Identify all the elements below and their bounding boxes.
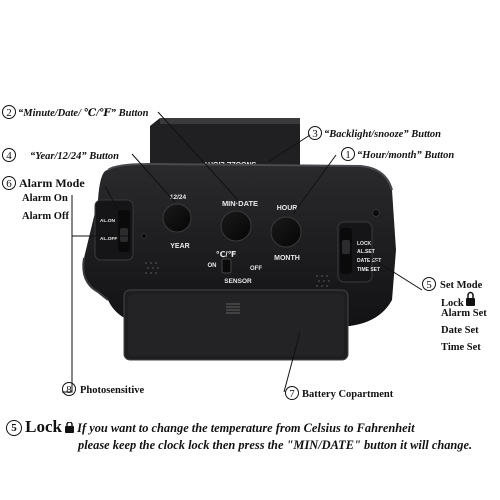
year-button[interactable] <box>162 203 192 233</box>
lock-note-text2: please keep the clock lock then press th… <box>78 438 473 452</box>
snooze-bar <box>150 118 300 176</box>
time-set-side-label: Time Set <box>441 342 481 353</box>
callout-5-num: 5 <box>426 279 432 291</box>
callout-1-label: “Hour/month” Button <box>357 150 454 161</box>
callout-6-num: 6 <box>6 178 12 190</box>
year-top-label: 12/24 <box>170 194 187 201</box>
callout-3-label: “Backlight/snooze” Button <box>324 129 441 140</box>
al-set-label: AL.SET <box>357 249 375 255</box>
lock-setting: Lock <box>441 291 475 309</box>
al-off-label: AL.OFF <box>100 236 117 242</box>
date-set-side-label: Date Set <box>441 325 479 336</box>
callout-8-num: 8 <box>66 384 72 396</box>
callout-6-label: Alarm Mode <box>19 176 85 190</box>
lock-note-title: Lock <box>25 417 62 436</box>
callout-4-label: “Year/12/24” Button <box>30 151 119 162</box>
lock-note-num: 5 <box>6 420 22 436</box>
time-set-label: TIME SET <box>357 267 380 273</box>
callout-7-num: 7 <box>289 388 295 400</box>
hour-label: HOUR <box>277 205 298 212</box>
lock-label: LOCK <box>357 241 372 247</box>
photosensor <box>141 233 147 239</box>
callout-3: 3 “Backlight/snooze” Button <box>308 126 441 140</box>
callout-3-num: 3 <box>312 128 318 140</box>
lock-icon <box>466 291 475 306</box>
temp-sensor-switch[interactable] <box>221 258 232 274</box>
lock-note-text1: If you want to change the temperature fr… <box>77 421 415 435</box>
callout-4-num: 4 <box>6 150 12 162</box>
right-speaker-grill <box>316 275 330 287</box>
lock-icon <box>65 422 75 433</box>
battery-grip <box>226 303 240 314</box>
callout-7-label: Battery Copartment <box>302 389 394 400</box>
callout-7: 7 Battery Copartment <box>285 386 394 400</box>
lock-note: 5 Lock If you want to change the tempera… <box>6 418 498 454</box>
callout-8-label: Photosensitive <box>80 385 145 396</box>
month-label: MONTH <box>274 255 300 262</box>
year-label: YEAR <box>170 243 189 250</box>
callout-8: 8 Photosensitive <box>62 382 145 396</box>
callout-6: 6 Alarm Mode <box>2 176 85 190</box>
on-label: ON <box>208 263 217 269</box>
min-date-button[interactable] <box>220 210 252 242</box>
left-speaker-grill <box>145 262 159 274</box>
callout-1-num: 1 <box>345 149 351 161</box>
callout-5: 5 Set Mode <box>422 277 483 291</box>
temp-label: ℃/℉ <box>216 250 237 259</box>
callout-2: 2 “Minute/Date/ ℃/℉” Button <box>2 105 149 119</box>
alarm-on-label: Alarm On <box>22 193 68 204</box>
snooze-bar-label: SNOOZE LIGHT <box>203 160 256 167</box>
callout-2-num: 2 <box>6 107 12 119</box>
callout-1: 1 “Hour/month” Button <box>341 147 454 161</box>
min-date-label: MIN·DATE <box>222 199 258 208</box>
date-set-label: DATE SET <box>357 258 381 264</box>
callout-5-label: Set Mode <box>440 280 483 291</box>
alarm-set-label: Alarm Set <box>441 308 487 319</box>
hour-button[interactable] <box>270 216 302 248</box>
alarm-off-label: Alarm Off <box>22 211 69 222</box>
lock-setting-label: Lock <box>441 298 464 309</box>
clock-body: SNOOZE LIGHT AL.ON AL.OFF LOCK AL.SET DA… <box>82 118 396 361</box>
al-on-label: AL.ON <box>100 218 115 224</box>
off-label: OFF <box>250 266 262 272</box>
top-right-sensor <box>372 209 380 217</box>
lock-note-line1: 5 Lock If you want to change the tempera… <box>6 418 498 437</box>
callout-2-label: “Minute/Date/ ℃/℉” Button <box>18 108 149 119</box>
callout-4: 4 “Year/12/24” Button <box>2 148 119 162</box>
leader-lines <box>62 111 423 393</box>
sensor-label: SENSOR <box>224 278 252 285</box>
